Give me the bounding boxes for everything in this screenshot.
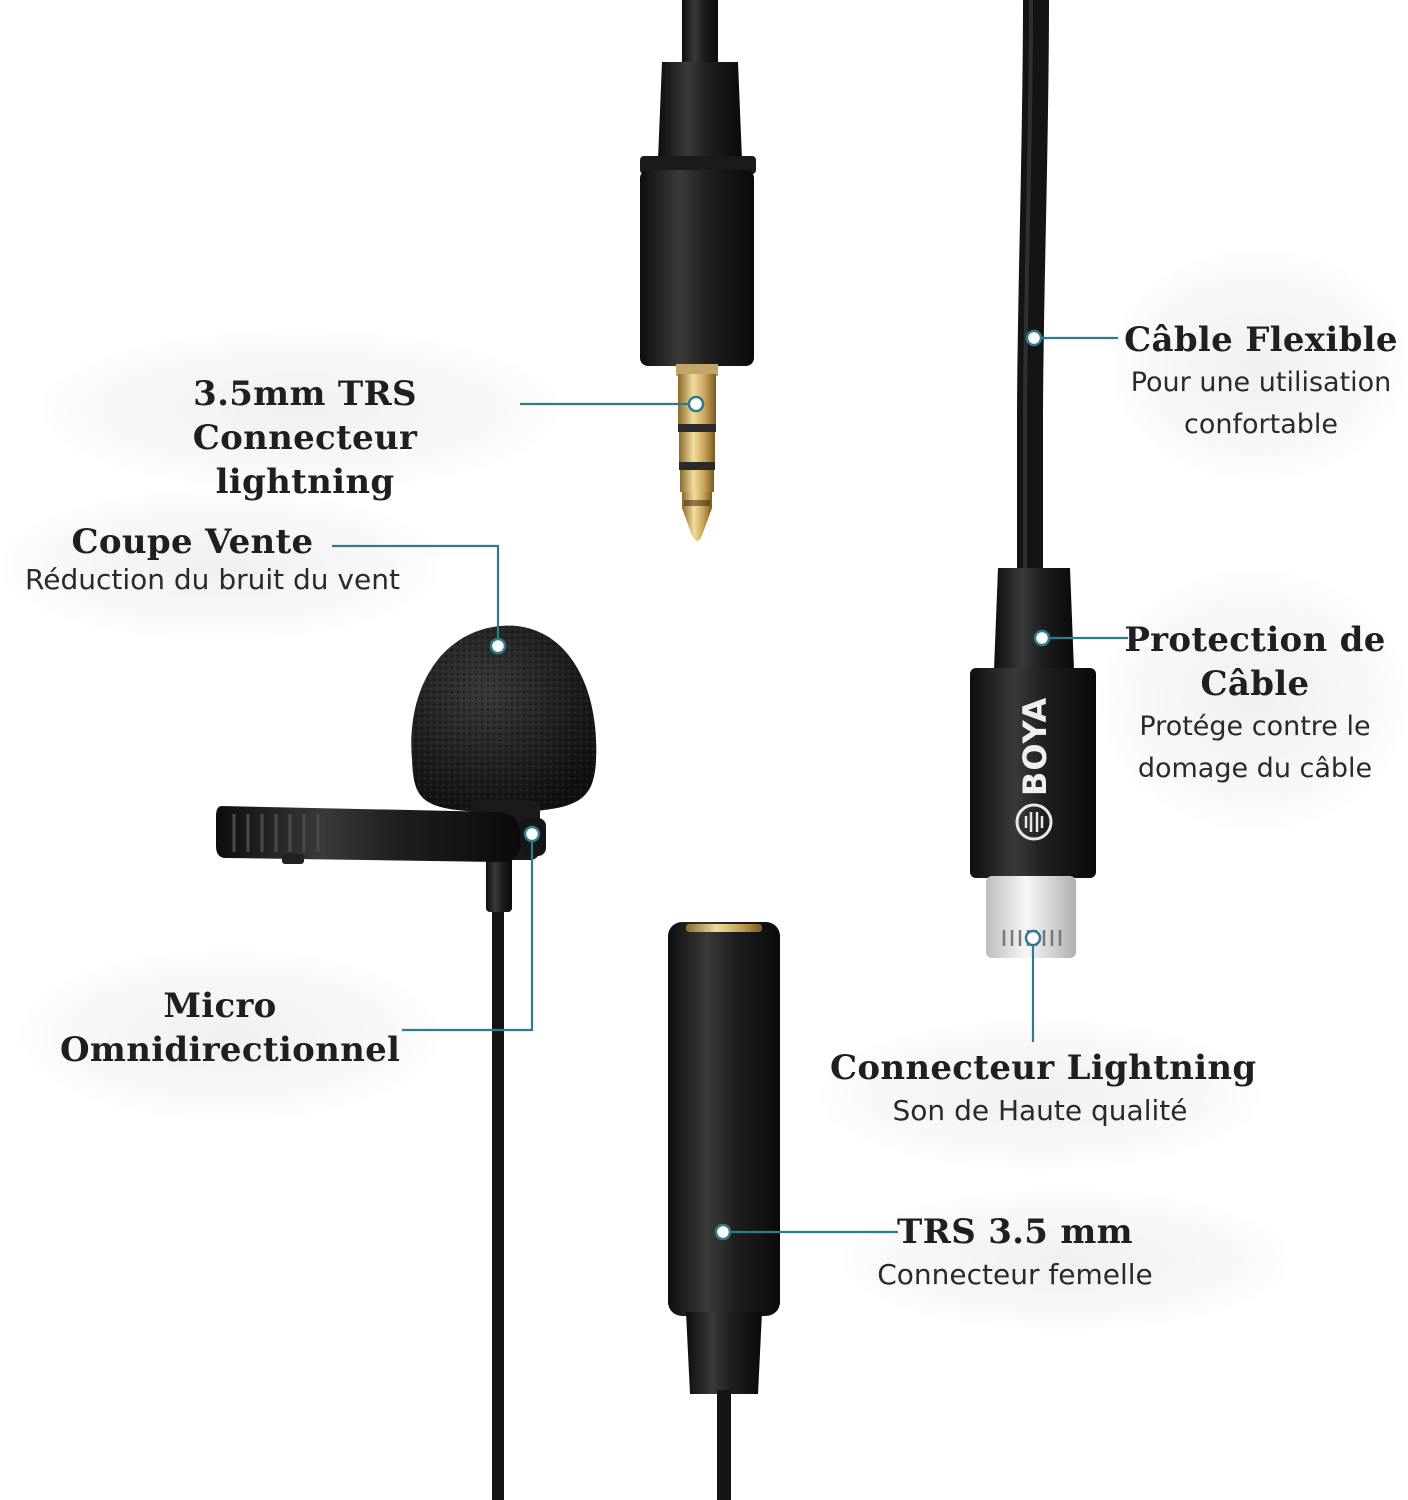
- label-trs-female-subtitle: Connecteur femelle: [877, 1258, 1153, 1291]
- label-glow: [40, 330, 560, 490]
- label-windscreen-title: Coupe Vente: [71, 522, 314, 562]
- label-trs-female-title: TRS 3.5 mm: [897, 1212, 1133, 1252]
- lavalier-mic: [216, 625, 597, 1500]
- callout-dots: [489, 329, 1051, 1241]
- label-lightning-connector-subtitle: Son de Haute qualité: [892, 1094, 1188, 1127]
- callout-lines: [332, 336, 1128, 1234]
- label-glow: [20, 950, 440, 1120]
- label-flexible-cable-subtitle: Pour une utilisation confortable: [1130, 367, 1392, 440]
- lightning-connector: BOYA: [970, 568, 1096, 958]
- label-omni-mic-title: Micro Omnidirectionnel: [60, 986, 401, 1070]
- label-glow: [840, 1190, 1290, 1330]
- label-windscreen: Coupe Vente Réduction du bruit du vent: [0, 520, 425, 596]
- label-glow: [820, 1020, 1260, 1170]
- boya-logo: BOYA: [1015, 697, 1054, 841]
- windscreen-foam: [411, 625, 597, 812]
- trs-male-plug: [640, 0, 756, 541]
- label-flexible-cable-title: Câble Flexible: [1124, 320, 1398, 360]
- tie-clip: [216, 800, 546, 864]
- label-cable-protection-subtitle: Protége contre le domage du câble: [1137, 711, 1373, 784]
- label-glow: [1110, 250, 1408, 480]
- label-lightning-connector-title: Connecteur Lightning: [830, 1048, 1257, 1088]
- label-trs-female: TRS 3.5 mm Connecteur femelle: [850, 1210, 1180, 1296]
- label-trs-plug-title: 3.5mm TRS Connecteur lightning: [192, 374, 418, 502]
- label-flexible-cable: Câble Flexible Pour une utilisation conf…: [1114, 318, 1408, 446]
- label-omni-mic: Micro Omnidirectionnel: [60, 984, 401, 1072]
- label-glow: [1100, 570, 1408, 830]
- label-cable-protection: Protection de Câble Protége contre le do…: [1110, 618, 1400, 790]
- label-cable-protection-title: Protection de Câble: [1124, 620, 1386, 704]
- trs-female-adapter: [668, 922, 780, 1500]
- label-glow: [0, 490, 440, 640]
- label-trs-plug: 3.5mm TRS Connecteur lightning: [80, 372, 530, 504]
- label-windscreen-subtitle: Réduction du bruit du vent: [25, 563, 400, 596]
- label-lightning-connector: Connecteur Lightning Son de Haute qualit…: [830, 1046, 1257, 1132]
- svg-text:BOYA: BOYA: [1016, 697, 1054, 796]
- flexible-cable: [1017, 0, 1049, 570]
